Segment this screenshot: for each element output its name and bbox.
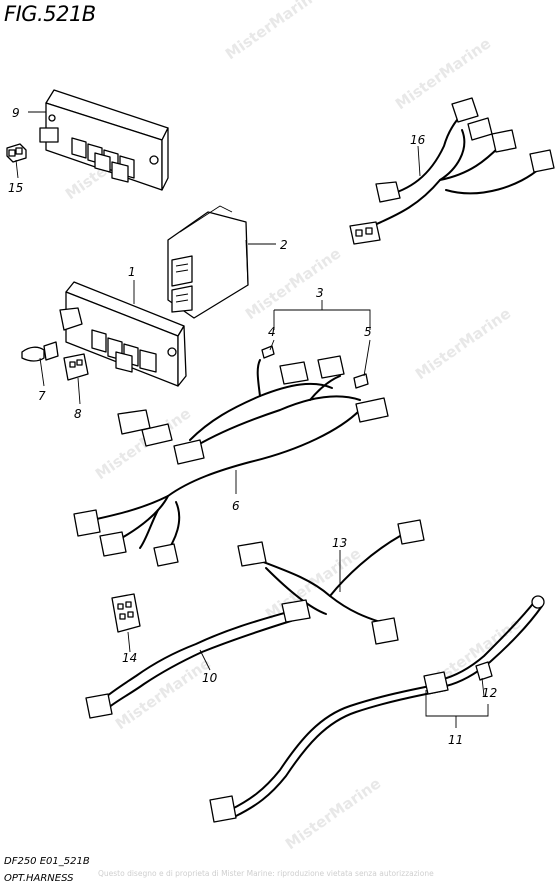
watermark: MisterMarine [222, 0, 324, 63]
diagram-subtitle: OPT.HARNESS [4, 873, 74, 884]
callout-5: 5 [364, 325, 372, 339]
part-2-ecu-module[interactable] [167, 205, 249, 319]
leader-lines [15, 111, 489, 728]
watermark: MisterMarine [412, 304, 514, 383]
callout-8: 8 [74, 407, 82, 421]
callout-16: 16 [410, 133, 426, 147]
part-8-connector[interactable] [63, 353, 89, 381]
part-7-connector-lead[interactable] [21, 341, 59, 362]
callout-1: 1 [128, 265, 136, 279]
part-16-harness[interactable] [349, 97, 555, 245]
part-13-harness[interactable] [237, 519, 425, 645]
watermark: MisterMarine [112, 654, 214, 733]
diagram-code: DF250 E01_521B [4, 856, 90, 867]
part-14-connector[interactable] [111, 593, 141, 633]
part-12-bracket[interactable] [475, 661, 493, 681]
part-1-junction-box[interactable] [59, 281, 187, 387]
watermark: MisterMarine [392, 34, 494, 113]
watermark: MisterMarine [282, 774, 384, 853]
callout-12: 12 [482, 686, 497, 700]
copyright-notice: Questo disegno e di proprieta di Mister … [98, 869, 434, 878]
callout-13: 13 [332, 536, 347, 550]
part-6-harness[interactable] [73, 355, 389, 567]
watermark: MisterMarine [242, 244, 344, 323]
part-5-clip[interactable] [353, 373, 369, 389]
callout-14: 14 [122, 651, 137, 665]
callout-4: 4 [268, 325, 276, 339]
callout-3: 3 [316, 286, 324, 300]
callout-labels: 1 2 3 4 5 6 7 8 9 10 11 12 13 14 15 16 [8, 106, 497, 747]
callout-2: 2 [280, 238, 288, 252]
figure-title: FIG.521B [4, 2, 96, 26]
callout-15: 15 [8, 181, 23, 195]
callout-11: 11 [448, 733, 463, 747]
callout-7: 7 [38, 389, 46, 403]
callout-6: 6 [232, 499, 240, 513]
part-11-cable[interactable] [209, 595, 545, 823]
part-4-clip[interactable] [261, 345, 275, 359]
part-9-junction-box[interactable] [39, 89, 169, 191]
part-15-connector[interactable] [6, 143, 27, 163]
callout-10: 10 [202, 671, 218, 685]
callout-9: 9 [12, 106, 20, 120]
part-10-harness[interactable] [85, 599, 311, 719]
